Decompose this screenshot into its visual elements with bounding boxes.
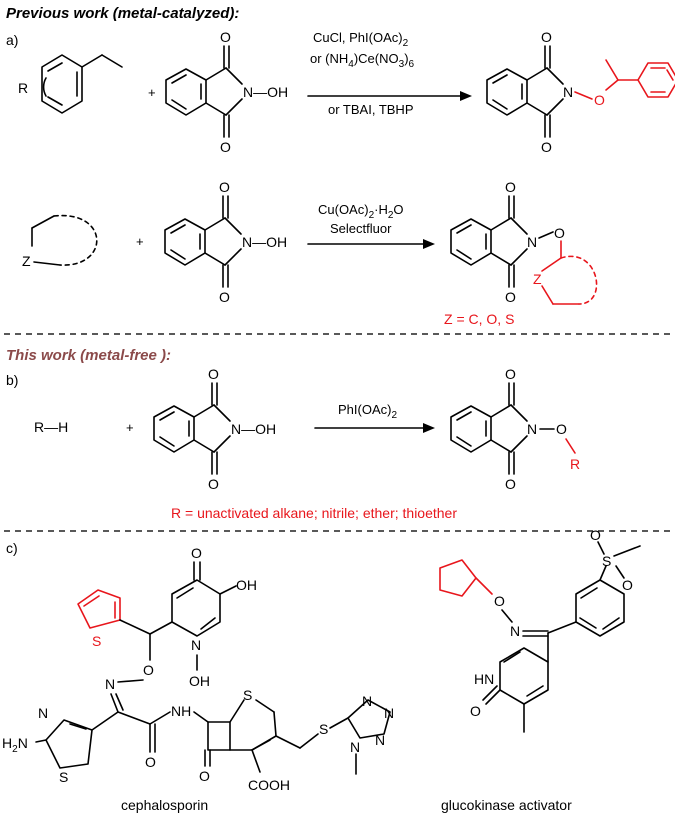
- section-c-label: c): [6, 540, 18, 556]
- svg-text:N: N: [38, 705, 48, 721]
- svg-text:O: O: [191, 545, 202, 561]
- product-structure: O O N O R: [450, 366, 580, 492]
- svg-text:N: N: [527, 234, 537, 250]
- reagent-line-2: or (NH4)Ce(NO3)6: [310, 51, 415, 70]
- cyclic-substrate-structure: Z: [22, 214, 98, 269]
- svg-text:R: R: [570, 456, 580, 472]
- svg-text:N—OH: N—OH: [242, 234, 287, 250]
- svg-text:O: O: [219, 289, 230, 305]
- svg-text:O: O: [220, 29, 231, 45]
- svg-text:O: O: [505, 179, 516, 195]
- svg-text:N: N: [510, 623, 520, 639]
- svg-text:O: O: [219, 179, 230, 195]
- r-group-label: R: [18, 80, 28, 96]
- svg-text:OH: OH: [189, 673, 210, 689]
- plus-sign: +: [126, 420, 134, 435]
- section-a-label: a): [6, 32, 18, 48]
- svg-text:N: N: [105, 676, 115, 692]
- svg-text:O: O: [594, 92, 605, 108]
- glucokinase-activator-label: glucokinase activator: [441, 797, 572, 813]
- ethylbenzene-structure: R: [18, 54, 123, 114]
- svg-text:H2N: H2N: [2, 735, 28, 755]
- section-b-label: b): [6, 372, 18, 388]
- svg-text:O: O: [145, 754, 156, 770]
- z-note: Z = C, O, S: [444, 311, 514, 327]
- arrowhead: [423, 239, 435, 249]
- svg-text:O: O: [199, 768, 210, 784]
- svg-text:O: O: [590, 527, 601, 543]
- reagent: PhI(OAc)2: [338, 402, 397, 421]
- reagent-line-2: Selectfluor: [330, 221, 392, 236]
- arrowhead: [460, 91, 472, 101]
- plus-sign: +: [136, 234, 144, 249]
- svg-text:O: O: [556, 421, 567, 437]
- svg-text:S: S: [92, 633, 101, 649]
- svg-text:O: O: [494, 593, 505, 609]
- svg-text:S: S: [602, 553, 611, 569]
- svg-text:N—OH: N—OH: [231, 421, 276, 437]
- svg-text:N: N: [375, 732, 385, 748]
- product-1-structure: O O N O: [486, 29, 675, 155]
- cephalosporin-structure: S O O OH N OH N O NH N S: [2, 545, 394, 793]
- substrate-rh: R—H: [34, 419, 68, 435]
- svg-text:O: O: [208, 476, 219, 492]
- glucokinase-activator-structure: O N S O O HN O: [439, 527, 641, 733]
- svg-text:S: S: [319, 721, 328, 737]
- nhpi-structure: O O N—OH: [153, 366, 276, 492]
- svg-text:Z: Z: [533, 271, 542, 287]
- svg-text:O: O: [470, 703, 481, 719]
- svg-text:NH: NH: [171, 703, 191, 719]
- r-note: R = unactivated alkane; nitrile; ether; …: [171, 505, 457, 521]
- svg-text:HN: HN: [474, 671, 494, 687]
- svg-text:O: O: [622, 577, 633, 593]
- svg-text:O: O: [541, 29, 552, 45]
- svg-text:O: O: [505, 289, 516, 305]
- svg-text:Z: Z: [22, 253, 31, 269]
- svg-text:O: O: [143, 662, 154, 678]
- arrowhead: [423, 423, 435, 433]
- product-2-structure: O O N O Z: [450, 179, 598, 305]
- reagent-line-1: CuCl, PhI(OAc)2: [313, 30, 409, 49]
- svg-text:S: S: [243, 687, 252, 703]
- svg-text:O: O: [505, 366, 516, 382]
- svg-text:N: N: [350, 739, 360, 755]
- svg-text:O: O: [554, 225, 565, 241]
- plus-sign: +: [148, 85, 156, 100]
- svg-text:N—OH: N—OH: [243, 84, 288, 100]
- svg-text:COOH: COOH: [248, 777, 290, 793]
- svg-text:N: N: [384, 705, 394, 721]
- section-a-heading: Previous work (metal-catalyzed):: [6, 5, 239, 22]
- svg-text:O: O: [541, 139, 552, 155]
- svg-text:N: N: [563, 84, 573, 100]
- section-b-heading: This work (metal-free ):: [6, 347, 171, 364]
- reagent-line-1: Cu(OAc)2·H2O: [318, 202, 404, 221]
- svg-text:N: N: [362, 693, 372, 709]
- svg-text:O: O: [505, 476, 516, 492]
- nhpi-structure: O O N—OH: [165, 29, 288, 155]
- reagent-line-3: or TBAI, TBHP: [328, 102, 414, 117]
- svg-text:O: O: [208, 366, 219, 382]
- svg-text:OH: OH: [236, 577, 257, 593]
- nhpi-structure: O O N—OH: [164, 179, 287, 305]
- svg-text:O: O: [220, 139, 231, 155]
- svg-text:N: N: [527, 421, 537, 437]
- svg-text:S: S: [59, 769, 68, 785]
- svg-text:N: N: [191, 637, 201, 653]
- cephalosporin-label: cephalosporin: [121, 797, 208, 813]
